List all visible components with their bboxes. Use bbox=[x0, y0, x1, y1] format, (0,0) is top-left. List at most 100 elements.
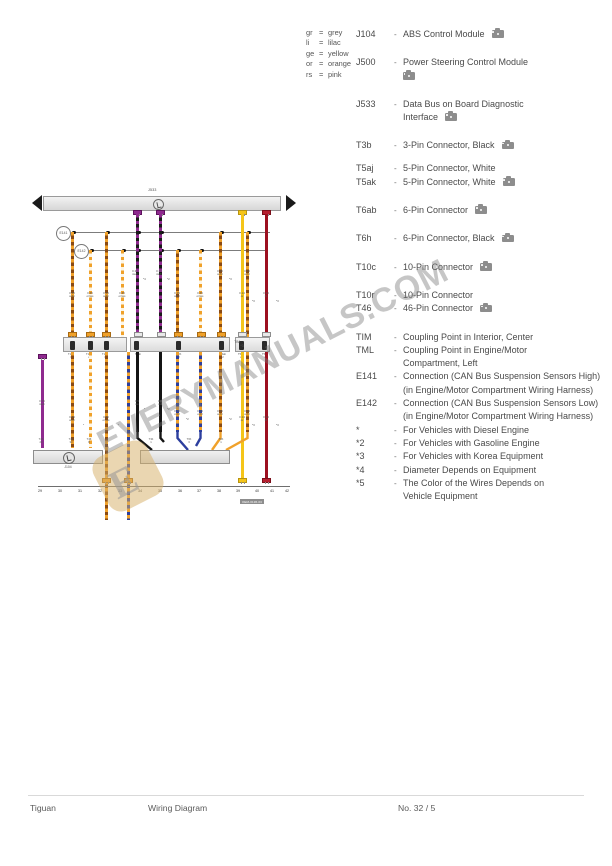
footnote-marker: *3 bbox=[252, 299, 255, 303]
wire-ge bbox=[241, 352, 244, 480]
footnote-marker: *2 bbox=[167, 407, 170, 411]
camera-icon[interactable] bbox=[403, 69, 415, 80]
wire-or-br bbox=[71, 232, 74, 337]
wire-or-br bbox=[246, 232, 249, 337]
module-symbol-icon bbox=[63, 452, 75, 464]
legend-dash: - bbox=[394, 290, 397, 300]
module-j104-label: J104 bbox=[64, 465, 72, 469]
color-abbr: ge bbox=[306, 48, 315, 58]
legend-dash: - bbox=[394, 99, 397, 109]
coupling-strip-left bbox=[63, 337, 127, 352]
wire-or-br bbox=[219, 352, 222, 432]
module-j500 bbox=[140, 450, 230, 464]
camera-icon[interactable] bbox=[480, 302, 493, 313]
legend-dash: - bbox=[394, 206, 397, 216]
connector-pin bbox=[176, 341, 181, 350]
legend-description: For Vehicles with Gasoline Engine bbox=[403, 437, 540, 448]
connection-circle-e141: E141 bbox=[56, 226, 71, 241]
document-reference: OEM-0136-03 bbox=[240, 499, 264, 505]
component-legend: J104 - ABS Control Module J500 - Power S… bbox=[356, 28, 602, 503]
bus-node-icon bbox=[153, 199, 164, 210]
legend-code: T6h bbox=[356, 233, 372, 244]
color-eq: = bbox=[319, 48, 324, 58]
footnote-marker: *4 bbox=[143, 277, 146, 281]
grid-scale-line bbox=[38, 486, 290, 487]
legend-item-e141: E141 - Connection (CAN Bus Suspension Se… bbox=[356, 370, 602, 397]
footnote-marker: * bbox=[118, 423, 120, 427]
scale-tick: 42 bbox=[285, 489, 289, 493]
color-key-row: or=orange bbox=[306, 59, 351, 69]
wire-sw bbox=[136, 352, 139, 432]
legend-description: Coupling Point in Interior, Center bbox=[403, 331, 534, 342]
legend-dash: - bbox=[394, 452, 397, 462]
legend-description: 5-Pin Connector, White bbox=[403, 176, 602, 189]
legend-code: *5 bbox=[356, 477, 365, 488]
scale-tick: 31 bbox=[78, 489, 82, 493]
wire-or-br bbox=[219, 232, 222, 337]
color-eq: = bbox=[319, 59, 324, 69]
footnote-marker: *3 bbox=[229, 277, 232, 281]
legend-code: E142 bbox=[356, 398, 378, 409]
legend-item-note-2: *2 - For Vehicles with Gasoline Engine bbox=[356, 437, 602, 450]
camera-icon[interactable] bbox=[475, 204, 488, 215]
legend-dash: - bbox=[394, 304, 397, 314]
scale-tick: 34 bbox=[138, 489, 142, 493]
scale-tick: 35 bbox=[158, 489, 162, 493]
legend-code: T5ak bbox=[356, 176, 377, 187]
camera-icon[interactable] bbox=[502, 176, 515, 186]
camera-icon[interactable] bbox=[480, 261, 493, 271]
camera-icon[interactable] bbox=[445, 111, 458, 121]
wire-or-ws bbox=[199, 250, 202, 337]
color-abbr: or bbox=[306, 59, 313, 69]
camera-icon[interactable] bbox=[501, 139, 514, 150]
legend-code: T10c bbox=[356, 261, 377, 272]
legend-description: ABS Control Module bbox=[403, 28, 602, 41]
footnote-marker: *3 bbox=[276, 299, 279, 303]
scale-tick: 37 bbox=[197, 489, 201, 493]
bus-arrow-left-icon bbox=[32, 195, 42, 211]
wire-or-bl bbox=[176, 352, 179, 432]
legend-description: 6-Pin Connector, Black bbox=[403, 232, 602, 245]
legend-description: 10-Pin Connector bbox=[403, 289, 474, 300]
legend-code: J104 bbox=[356, 29, 376, 39]
scale-tick: 38 bbox=[217, 489, 221, 493]
wire-or-ws bbox=[89, 352, 92, 448]
legend-dash: - bbox=[394, 58, 397, 68]
wire-ge bbox=[241, 214, 244, 337]
camera-icon[interactable] bbox=[501, 232, 514, 243]
legend-description: Connection (CAN Bus Suspension Sensors L… bbox=[403, 398, 599, 422]
footer-title: Wiring Diagram bbox=[148, 803, 208, 813]
color-name: yellow bbox=[328, 48, 349, 58]
coupling-strip-label: TIM bbox=[234, 340, 240, 344]
legend-code: *3 bbox=[356, 451, 365, 462]
legend-item-t5aj: T5aj - 5-Pin Connector, White bbox=[356, 162, 602, 175]
legend-code: TIM bbox=[356, 331, 372, 342]
legend-code: E141 bbox=[356, 371, 378, 382]
color-key-row: rs=pink bbox=[306, 70, 351, 80]
legend-code: *2 bbox=[356, 437, 365, 448]
legend-code: *4 bbox=[356, 464, 365, 475]
legend-item-note-1: * - For Vehicles with Diesel Engine bbox=[356, 424, 602, 437]
scale-tick: 29 bbox=[38, 489, 42, 493]
wire-or-br bbox=[71, 352, 74, 448]
legend-dash: - bbox=[394, 164, 397, 174]
legend-code: T5aj bbox=[356, 163, 374, 174]
camera-icon[interactable] bbox=[491, 28, 504, 38]
legend-dash: - bbox=[394, 465, 397, 475]
footnote-marker: *3 bbox=[252, 423, 255, 427]
legend-description: For Vehicles with Diesel Engine bbox=[403, 424, 530, 435]
legend-item-t10c: T10c - 10-Pin Connector bbox=[356, 261, 602, 274]
legend-item-j104: J104 - ABS Control Module bbox=[356, 28, 602, 41]
connector-pin bbox=[70, 341, 75, 350]
connector-pin bbox=[88, 341, 93, 350]
